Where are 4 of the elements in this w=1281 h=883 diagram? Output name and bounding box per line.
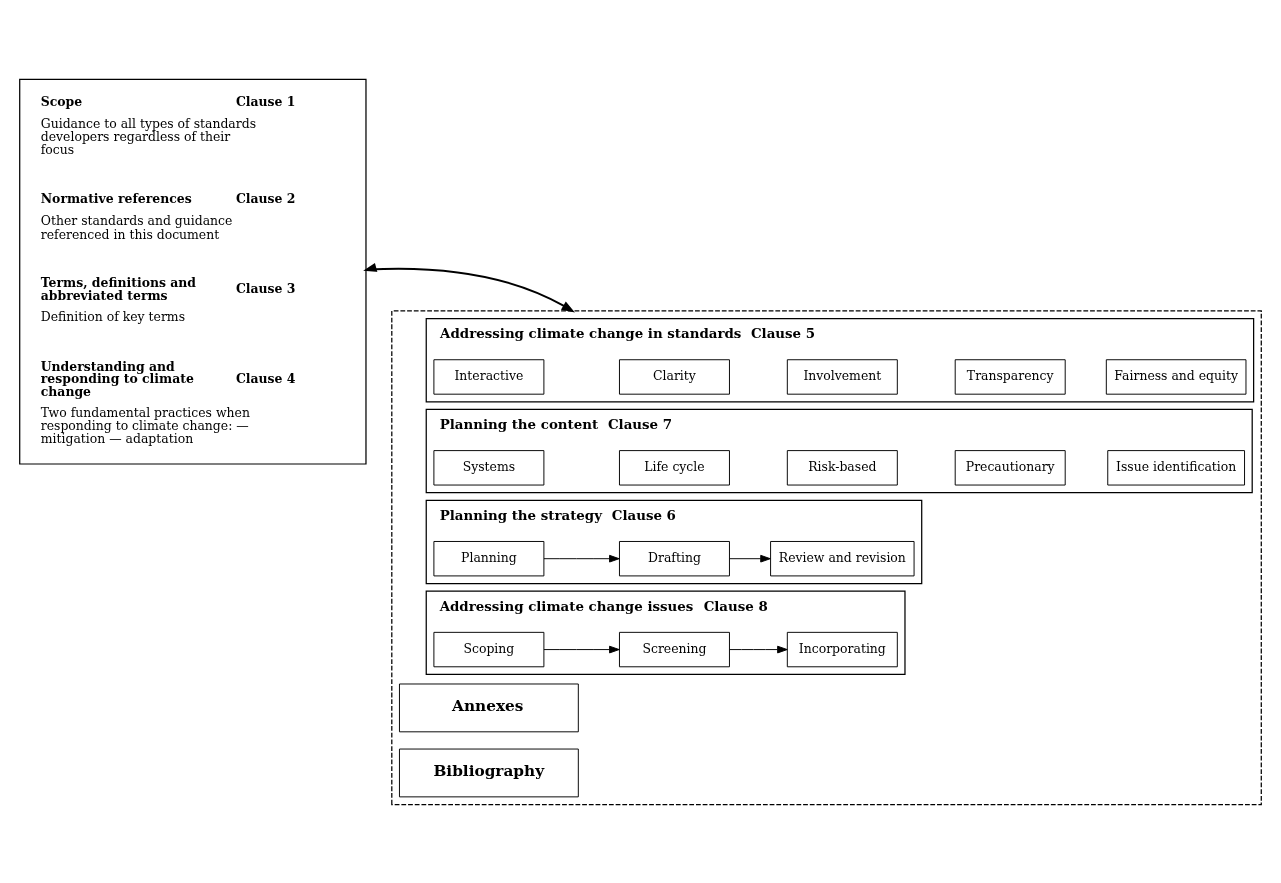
node-text: Scope Clause 1 Guidance to all types of standards developers regardless of their focus xyxy=(40,93,296,157)
node-text: Understanding and responding to climate change Clause 4 Two fundamental practices when responding to climate change: — mitigation — adaptation xyxy=(40,358,296,446)
node-text: Normative references Clause 2 Other standards and guidance referenced in this document xyxy=(40,190,296,242)
node-text: Terms, definitions and abbreviated terms Clause 3 Definition of key terms xyxy=(40,274,296,324)
